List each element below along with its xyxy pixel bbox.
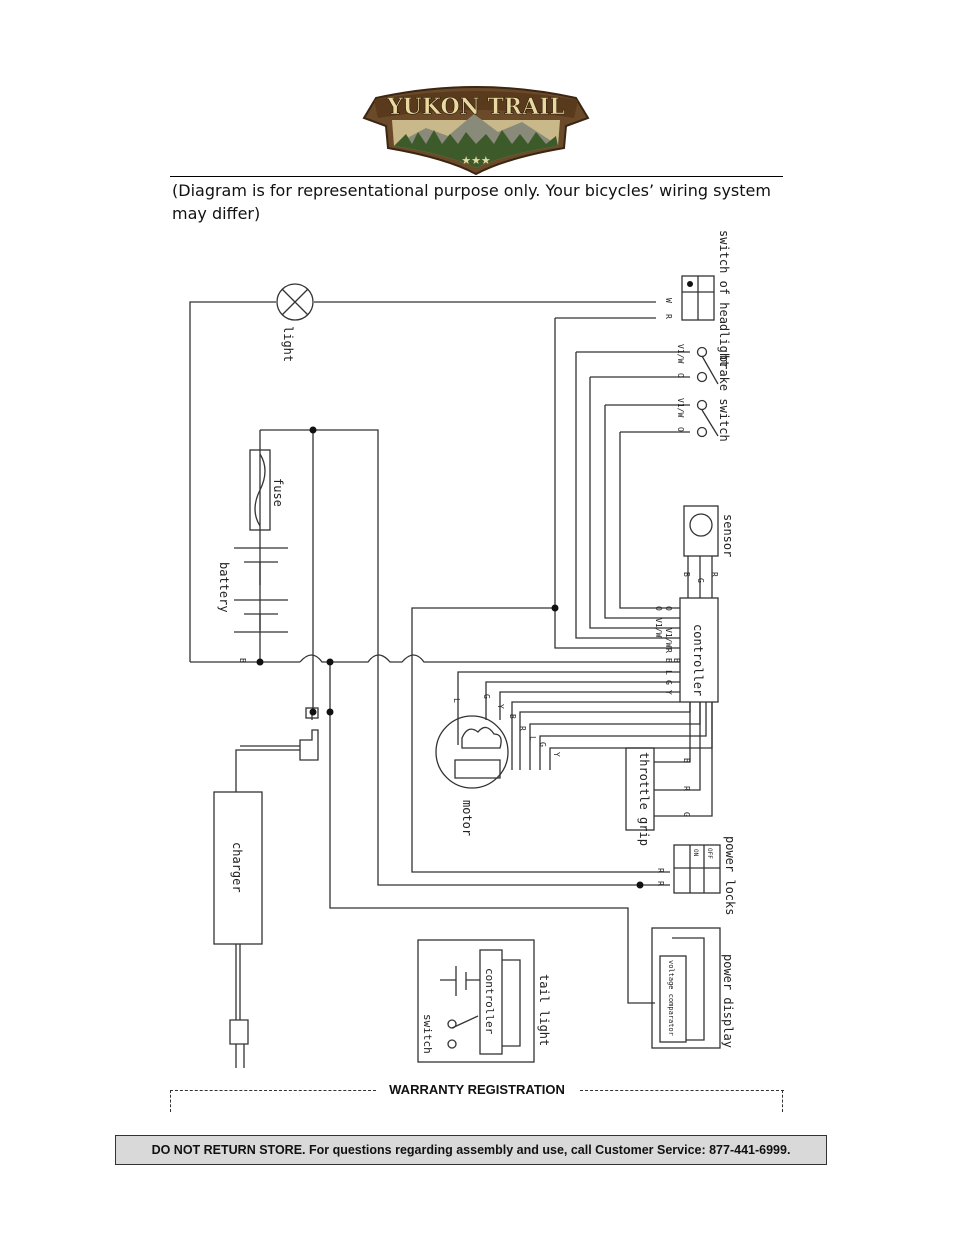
label-lock-on: ON <box>692 849 699 857</box>
label-tail-switch: switch <box>421 1014 434 1054</box>
wire-label-ctrl-5: B <box>664 658 673 663</box>
wire-label-throttle-r: R <box>682 786 691 791</box>
label-sensor: sensor <box>721 514 735 557</box>
wire-label-brake1-v1w: V1/W <box>676 344 685 363</box>
wire-label-ctrl-4: R <box>664 648 673 653</box>
label-fuse: fuse <box>271 478 285 507</box>
label-brake-switch: brake switch <box>717 355 731 442</box>
wire-label-headlight-r: R <box>664 314 673 319</box>
label-controller: controller <box>691 624 705 696</box>
diagram-caption: (Diagram is for representational purpose… <box>172 181 771 223</box>
wire-label-motor-g: G <box>482 694 491 699</box>
wire-label-ctrl-7: L <box>664 670 673 675</box>
label-tail-controller: controller <box>483 968 496 1035</box>
wire-label-throttle-g: G <box>682 812 691 817</box>
wire-label-headlight-w: W <box>664 298 673 303</box>
label-switch-headlight: switch of headlight <box>717 230 731 367</box>
logo-stars: ★★★ <box>461 154 491 167</box>
wire-label-ctrl-2: V1/W <box>654 618 663 637</box>
warranty-label: WARRANTY REGISTRATION <box>379 1082 575 1097</box>
label-lock-off: OFF <box>706 848 713 859</box>
wire-label-ctrl-0: O <box>654 606 663 611</box>
label-power-display: power display <box>721 954 735 1048</box>
warranty-registration-bar: WARRANTY REGISTRATION <box>170 1082 784 1114</box>
label-motor: motor <box>460 800 474 836</box>
label-power-locks: power locks <box>723 836 737 915</box>
wire-label-lock-r1: R <box>656 868 665 873</box>
wire-label-motor-l: L <box>452 698 461 703</box>
wire-label-brake2-o: O <box>676 427 685 432</box>
label-throttle-grip: throttle grip <box>637 752 651 846</box>
wire-label-motor-side-b: B <box>508 714 517 719</box>
wire-label-ctrl-1: O <box>664 606 673 611</box>
wire-label-motor-side-g: G <box>538 742 547 747</box>
wire-label-motor-side-r: R <box>518 726 527 731</box>
wire-label-lock-r2: R <box>656 881 665 886</box>
wire-label-motor-side-y: Y <box>552 752 561 757</box>
footer-notice: DO NOT RETURN STORE. For questions regar… <box>115 1135 827 1165</box>
wire-label-sensor-b: B <box>682 572 691 577</box>
wire-label-ctrl-3: V1/W <box>664 628 673 647</box>
wire-label-brake2-v1w: V1/W <box>676 398 685 417</box>
wire-label-motor-y: Y <box>496 704 505 709</box>
header-rule <box>170 176 783 177</box>
wire-label-ctrl-8: G <box>664 680 673 685</box>
wire-label-battery-b: B <box>238 658 247 663</box>
label-tail-light: tail light <box>537 974 551 1046</box>
label-charger: charger <box>230 842 244 893</box>
wire-label-sensor-r: R <box>710 572 719 577</box>
label-voltage-comparator: voltage comparator <box>667 960 675 1036</box>
wire-label-sensor-g: G <box>696 578 705 583</box>
logo-brand-text: YUKON TRAIL <box>386 94 565 120</box>
label-light: light <box>281 326 295 362</box>
wire-label-ctrl-6: B <box>672 658 681 663</box>
label-battery: battery <box>217 562 231 613</box>
wire-label-ctrl-9: Y <box>664 690 673 695</box>
wire-label-brake1-o: O <box>676 373 685 378</box>
wire-label-motor-side-l: L <box>528 736 537 741</box>
wire-label-throttle-b: B <box>682 758 691 763</box>
yukon-trail-logo: YUKON TRAIL ★★★ <box>362 86 590 176</box>
